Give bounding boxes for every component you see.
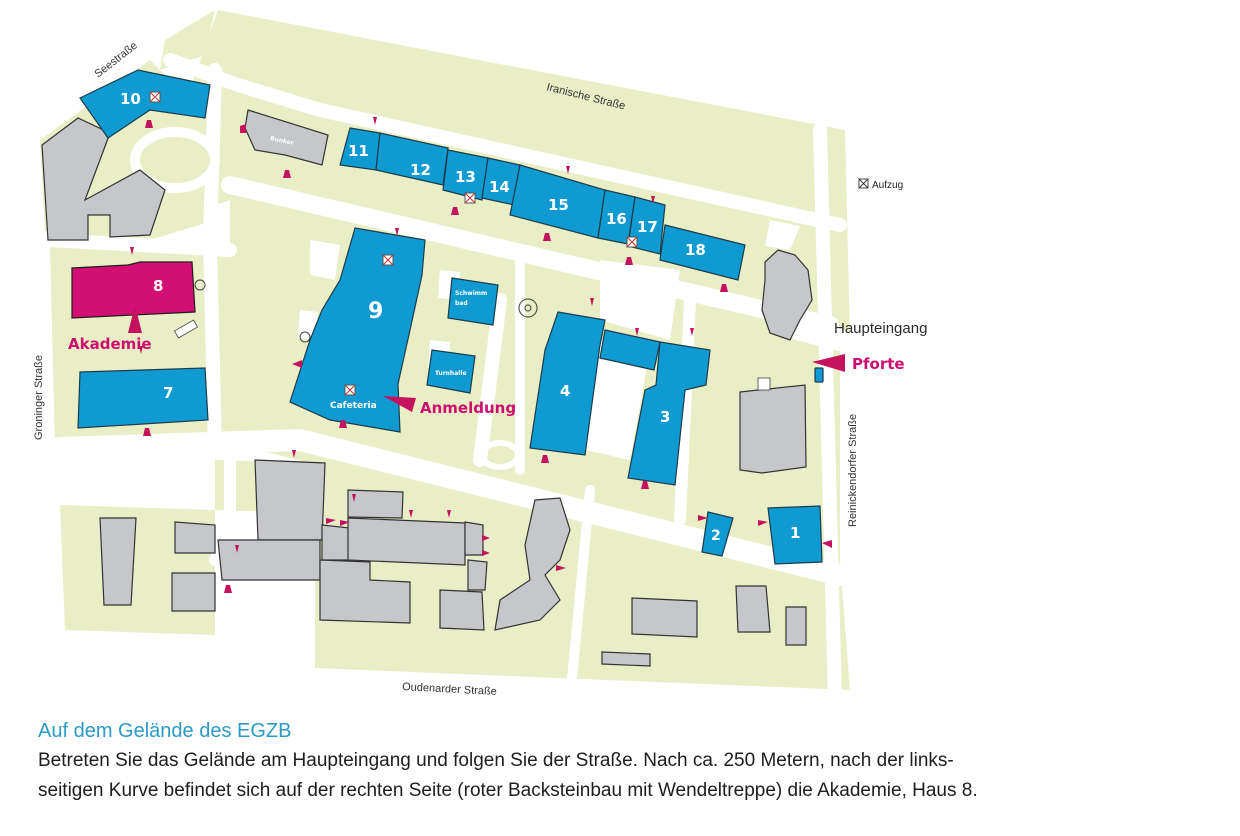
building-10 — [79, 69, 211, 139]
entrance-markers — [130, 117, 832, 593]
akademie-label: Akademie — [68, 335, 152, 353]
label-building-15: 15 — [548, 196, 569, 214]
building-4-3-link — [599, 329, 661, 371]
building-12 — [375, 132, 449, 186]
label-building-13: 13 — [455, 168, 476, 186]
label-building-2: 2 — [711, 528, 721, 544]
gray-buildings — [41, 109, 813, 667]
caption-line-2: seitigen Kurve befindet sich auf der rec… — [38, 780, 978, 801]
haupteingang-label: Haupteingang — [834, 320, 927, 337]
label-building-9: 9 — [368, 299, 383, 324]
roads — [43, 53, 851, 707]
label-building-12: 12 — [410, 161, 431, 179]
fountain-icon — [518, 298, 538, 318]
pforte-label: Pforte — [852, 355, 905, 373]
building-schwimmbad — [447, 277, 499, 326]
pforte-arrow — [812, 354, 845, 372]
street-reinickendorfer: Reinickendorfer Straße — [847, 414, 859, 527]
label-building-8: 8 — [153, 277, 163, 295]
anmeldung-arrow — [383, 396, 416, 412]
label-building-4: 4 — [560, 382, 570, 400]
building-4 — [529, 311, 606, 456]
stair-icon — [194, 279, 311, 343]
pforte-booth — [814, 367, 824, 383]
street-groninger: Groninger Straße — [33, 355, 45, 440]
label-schwimmbad-2: bad — [455, 300, 468, 307]
legend: Aufzug — [858, 178, 903, 191]
caption-heading: Auf dem Gelände des EGZB — [38, 720, 292, 742]
label-cafeteria: Cafeteria — [330, 401, 377, 411]
label-turnhalle: Turnhalle — [435, 370, 466, 377]
label-building-11: 11 — [348, 142, 369, 160]
roundabout-island — [130, 127, 220, 193]
building-3 — [627, 341, 711, 486]
building-13 — [442, 149, 489, 201]
caption-text: Betreten Sie das Gelände am Haupteingang… — [38, 746, 1218, 806]
label-building-18: 18 — [685, 241, 706, 259]
label-building-16: 16 — [606, 210, 627, 228]
label-building-14: 14 — [489, 178, 510, 196]
label-bunker: Bunker — [269, 135, 294, 147]
building-8-akademie[interactable] — [71, 261, 196, 319]
campus-map: 10 11 12 13 14 15 16 17 18 9 8 7 4 3 2 1… — [33, 10, 928, 707]
building-turnhalle — [426, 349, 476, 394]
label-building-10: 10 — [120, 90, 141, 108]
legend-label: Aufzug — [872, 180, 903, 191]
street-oudenarder: Oudenarder Straße — [402, 681, 497, 698]
caption-line-1: Betreten Sie das Gelände am Haupteingang… — [38, 750, 954, 771]
label-building-7: 7 — [163, 384, 173, 402]
label-building-3: 3 — [660, 408, 670, 426]
building-18 — [659, 224, 746, 281]
label-building-1: 1 — [790, 524, 800, 542]
building-2 — [701, 511, 734, 557]
building-7 — [77, 367, 209, 429]
label-schwimmbad: Schwimm — [455, 290, 487, 297]
building-9 — [289, 227, 426, 433]
label-building-17: 17 — [637, 218, 658, 236]
elevator-icon — [858, 178, 869, 189]
caption: Auf dem Gelände des EGZB Betreten Sie da… — [38, 718, 1218, 806]
building-1 — [767, 505, 823, 565]
blue-buildings — [77, 69, 824, 565]
anmeldung-label: Anmeldung — [420, 399, 516, 417]
akademie-arrow — [128, 305, 142, 333]
